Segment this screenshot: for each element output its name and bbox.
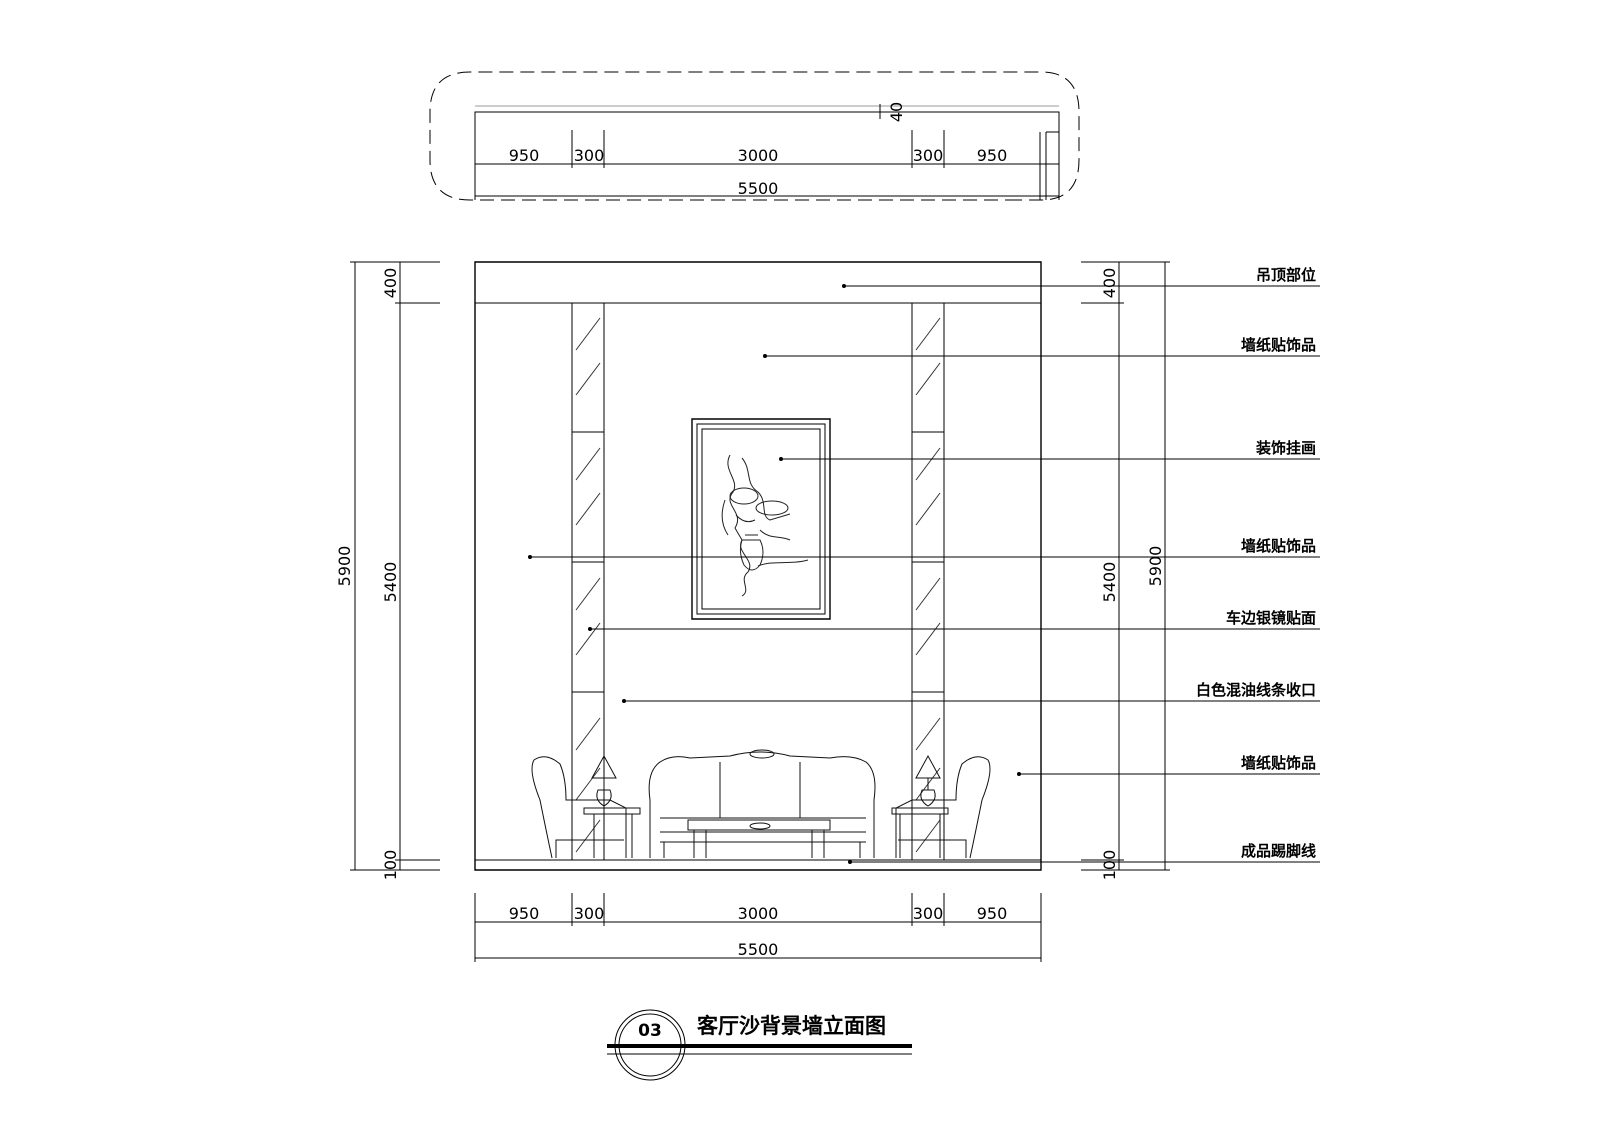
elevation-dimensions: 5900 400 5400 100 400 5400 100 5900 950 … xyxy=(335,268,1165,959)
title-block: 03 客厅沙背景墙立面图 xyxy=(607,1010,912,1080)
plan-dim-total: 5500 xyxy=(738,179,779,198)
label-wallpaper-2: 墙纸贴饰品 xyxy=(1241,537,1316,555)
bottom-dim-3: 3000 xyxy=(738,904,779,923)
label-skirting: 成品踢脚线 xyxy=(1241,842,1316,860)
label-mirror: 车边银镜贴面 xyxy=(1226,609,1316,627)
bottom-dim-4: 300 xyxy=(913,904,944,923)
drawing-title: 客厅沙背景墙立面图 xyxy=(697,1014,886,1038)
plan-dim-3: 3000 xyxy=(738,146,779,165)
lamp-right xyxy=(892,756,948,858)
left-dim-total: 5900 xyxy=(335,546,354,587)
plan-dimensions: 950 300 3000 300 950 5500 40 xyxy=(509,102,1008,198)
leader-dots xyxy=(528,284,1021,864)
drawing-number: 03 xyxy=(638,1021,662,1041)
plan-dim-1: 950 xyxy=(509,146,540,165)
right-dim-skirting: 100 xyxy=(1100,850,1119,881)
armchair-right xyxy=(896,757,990,858)
lamp-left xyxy=(584,756,640,858)
right-dim-total: 5900 xyxy=(1146,546,1165,587)
painting xyxy=(692,419,830,619)
plan-dim-depth: 40 xyxy=(887,102,906,122)
armchair-left xyxy=(532,757,626,858)
label-ceiling: 吊顶部位 xyxy=(1256,266,1316,284)
leader-lines xyxy=(530,286,1320,862)
label-trim: 白色混油线条收口 xyxy=(1196,681,1316,699)
plan-view xyxy=(430,72,1079,200)
left-dim-wall: 5400 xyxy=(381,562,400,603)
elevation-view xyxy=(350,262,1320,962)
bottom-dim-total: 5500 xyxy=(738,940,779,959)
left-dim-ceiling: 400 xyxy=(381,268,400,299)
plan-dim-2: 300 xyxy=(574,146,605,165)
label-wallpaper-1: 墙纸贴饰品 xyxy=(1241,336,1316,354)
sofa xyxy=(649,750,875,858)
bottom-dim-5: 950 xyxy=(977,904,1008,923)
material-labels: 吊顶部位 墙纸贴饰品 装饰挂画 墙纸贴饰品 车边银镜贴面 白色混油线条收口 墙纸… xyxy=(1196,266,1316,860)
label-wallpaper-3: 墙纸贴饰品 xyxy=(1241,754,1316,772)
bottom-dim-2: 300 xyxy=(574,904,605,923)
label-painting: 装饰挂画 xyxy=(1255,439,1316,457)
left-dim-skirting: 100 xyxy=(381,850,400,881)
plan-dim-5: 950 xyxy=(977,146,1008,165)
right-dim-ceiling: 400 xyxy=(1100,268,1119,299)
plan-dim-4: 300 xyxy=(913,146,944,165)
right-dim-wall: 5400 xyxy=(1100,562,1119,603)
bottom-dim-1: 950 xyxy=(509,904,540,923)
